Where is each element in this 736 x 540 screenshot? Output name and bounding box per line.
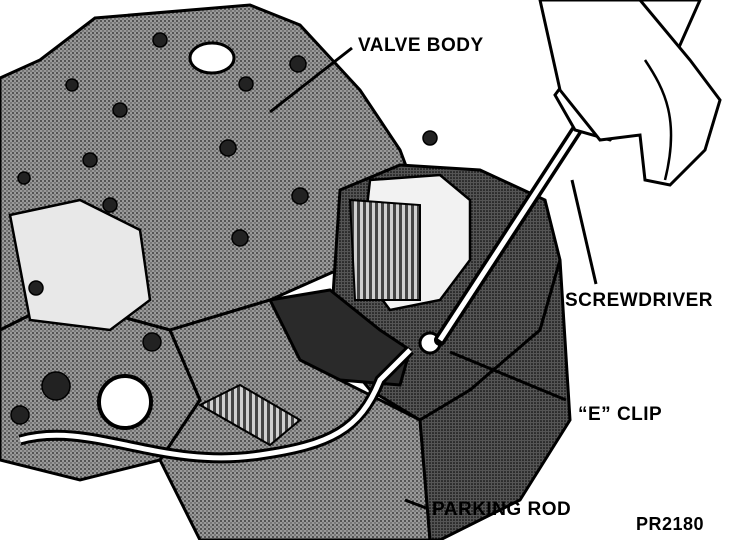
figure-code: PR2180 [636, 514, 705, 534]
lower-spring [197, 383, 302, 447]
screwdriver-shaft-highlight [437, 123, 583, 342]
parking-rod-highlight [19, 348, 412, 461]
label-screwdriver: SCREWDRIVER [565, 290, 714, 311]
finger-outline [643, 59, 673, 181]
leader-parking-rod [404, 498, 427, 510]
label-parking-rod: PARKING ROD [432, 499, 572, 520]
leader-e-clip [449, 350, 567, 402]
large-port [97, 374, 153, 430]
valve-body-rib [8, 198, 152, 332]
leader-screwdriver [570, 179, 598, 285]
label-valve-body: VALVE BODY [358, 35, 484, 56]
coil-spring [348, 198, 421, 301]
leader-valve-body [269, 46, 353, 114]
hand [538, 0, 722, 187]
oval-port [188, 41, 236, 75]
label-e-clip: “E” CLIP [578, 404, 663, 425]
